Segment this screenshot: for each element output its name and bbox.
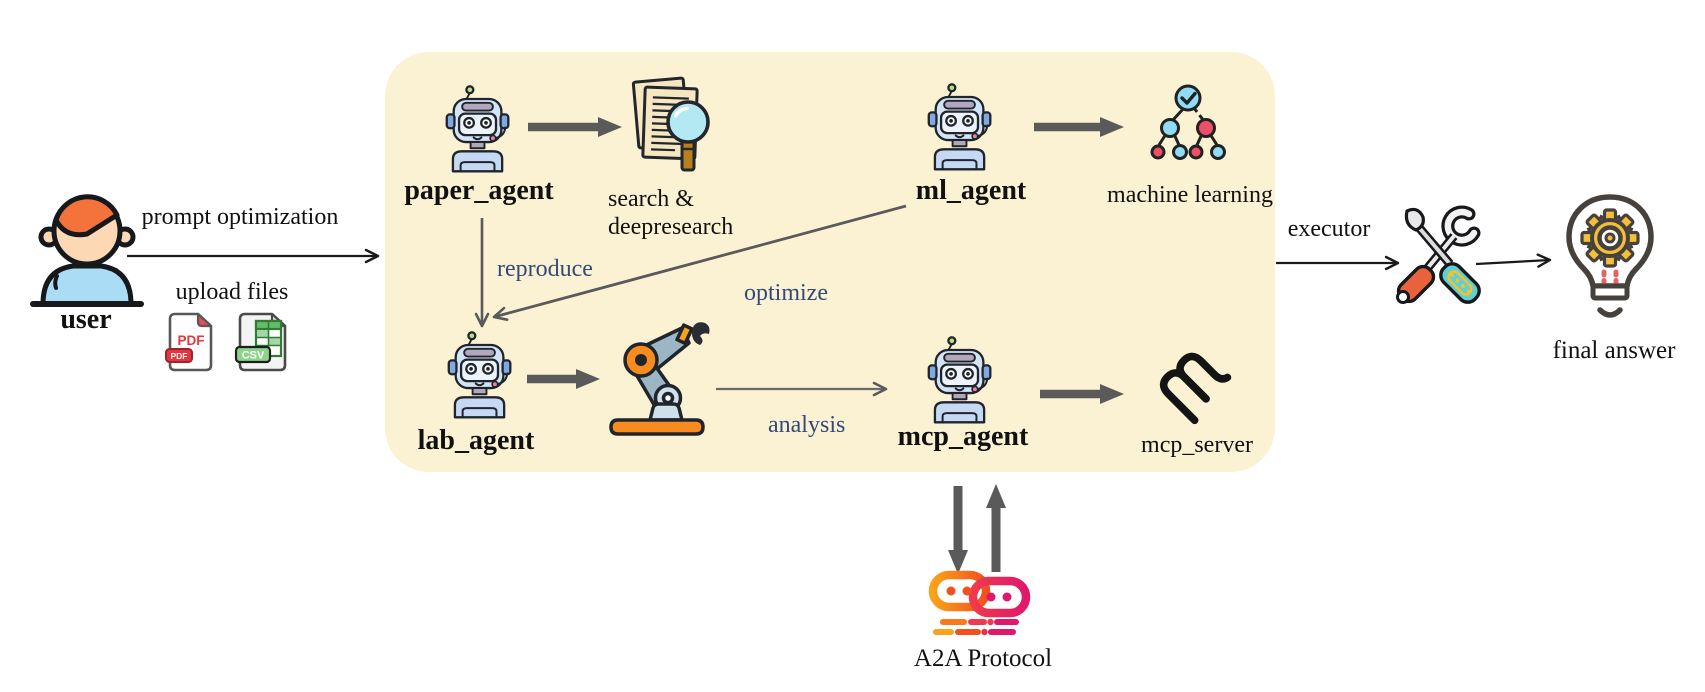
ml-agent-robot-icon (918, 80, 998, 174)
analysis-label: analysis (768, 412, 846, 438)
search-label-line2: deepresearch (608, 214, 734, 240)
arrow-tools-to-answer (1475, 253, 1552, 268)
paper-agent-robot-icon (436, 82, 516, 176)
ml-agent-label: ml_agent (915, 175, 1027, 206)
arrow-optimize (492, 204, 907, 321)
user-label: user (60, 304, 112, 335)
mcp-agent-robot-icon (918, 334, 998, 426)
search-deepresearch-label: search & deepresearch (608, 185, 733, 241)
wrench (1396, 205, 1481, 304)
machine-learning-icon (1146, 84, 1230, 172)
mcp-server-label: mcp_server (1141, 432, 1253, 458)
pdf-badge-text: PDF (171, 351, 188, 361)
csv-badge-text: CSV (242, 350, 265, 362)
reproduce-label: reproduce (497, 256, 593, 282)
search-deepresearch-icon (626, 76, 718, 180)
paper-agent-label: paper_agent (404, 175, 554, 206)
optimize-label: optimize (744, 280, 828, 306)
robot-arm-icon (606, 316, 712, 436)
user-icon (28, 188, 146, 310)
final-answer-label: final answer (1552, 337, 1676, 364)
executor-label: executor (1287, 216, 1371, 242)
mcp-server-icon (1148, 342, 1232, 426)
final-answer-bulb-icon (1560, 194, 1660, 328)
machine-learning-label: machine learning (1107, 182, 1273, 208)
csv-file-icon: CSV (234, 311, 290, 373)
pdf-file-icon: PDF PDF (164, 311, 216, 373)
agent-group-box (385, 52, 1275, 472)
search-label-line1: search & (608, 186, 694, 212)
lab-agent-label: lab_agent (417, 425, 535, 456)
a2a-protocol-label: A2A Protocol (913, 645, 1053, 672)
executor-tools-icon (1388, 204, 1488, 318)
mcp-agent-label: mcp_agent (897, 421, 1029, 452)
prompt-optimization-label: prompt optimization (141, 204, 339, 230)
upload-files-label: upload files (175, 279, 289, 305)
pdf-text: PDF (178, 333, 205, 348)
lab-agent-robot-icon (438, 328, 518, 422)
screwdriver (1404, 207, 1481, 304)
a2a-protocol-icon (928, 570, 1032, 638)
